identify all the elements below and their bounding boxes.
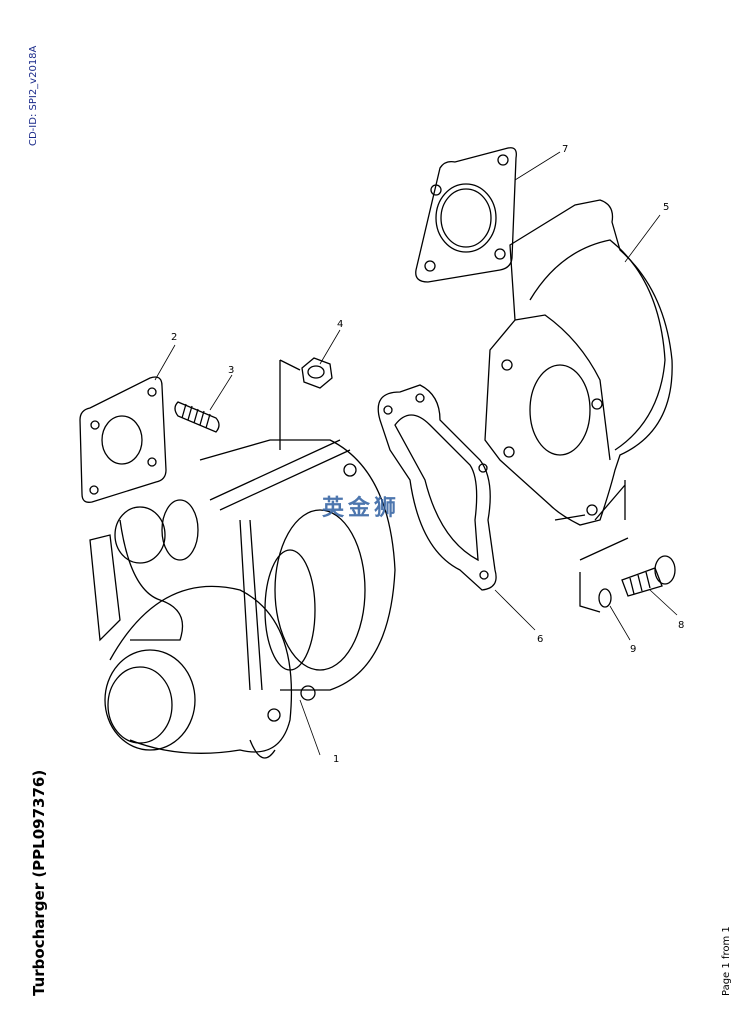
part-2-gasket (79, 376, 167, 503)
callout-4: 4 (337, 319, 343, 330)
part-8-bolt (621, 555, 676, 597)
callout-1: 1 (333, 754, 339, 765)
part-6-gasket (377, 384, 497, 591)
part-4-nut (279, 357, 333, 450)
callout-3: 3 (228, 365, 234, 376)
part-7-gasket (415, 147, 517, 283)
callout-9: 9 (630, 644, 636, 655)
callout-5: 5 (663, 202, 669, 213)
part-9-washer (579, 572, 612, 613)
callout-2: 2 (171, 332, 177, 343)
part-3-stud (174, 401, 220, 433)
callout-8: 8 (678, 620, 684, 631)
part-5-exhaust-elbow (484, 199, 673, 561)
callout-6: 6 (537, 634, 543, 645)
part-1-turbocharger (89, 439, 396, 759)
leader-lines (154, 151, 678, 756)
callout-7: 7 (562, 144, 568, 155)
watermark: 英金狮 (322, 496, 401, 521)
